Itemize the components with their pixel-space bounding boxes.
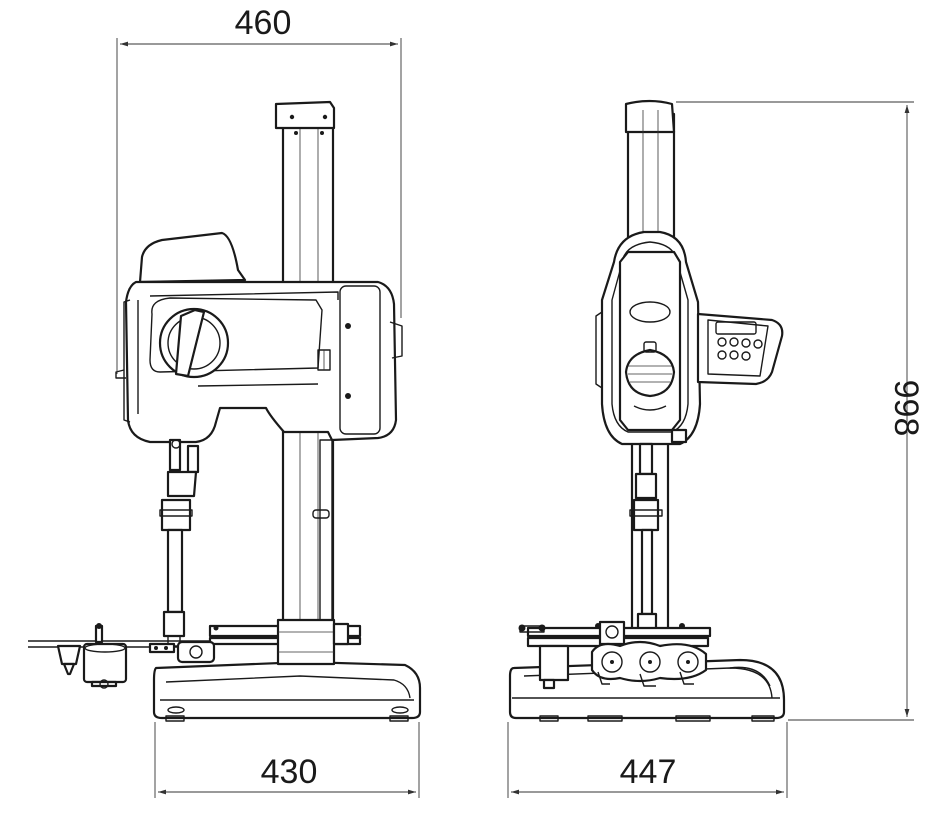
dimension-label-998: 998 [887, 380, 925, 437]
side-head [595, 230, 784, 446]
dimension-label-430: 430 [261, 753, 318, 791]
dimension-label-460: 460 [235, 4, 292, 42]
side-view [508, 99, 786, 722]
dimension-447: 447 [507, 722, 788, 798]
dimension-430: 430 [154, 722, 420, 798]
dimension-998: 998 [676, 101, 925, 721]
side-base [508, 658, 786, 722]
side-arm [518, 620, 712, 690]
dimension-460: 460 [116, 4, 402, 374]
front-view [28, 100, 422, 722]
front-base [152, 660, 422, 722]
front-arm [28, 618, 362, 689]
front-spindle [159, 438, 200, 647]
front-head [115, 231, 403, 444]
dimension-label-447: 447 [620, 753, 677, 791]
